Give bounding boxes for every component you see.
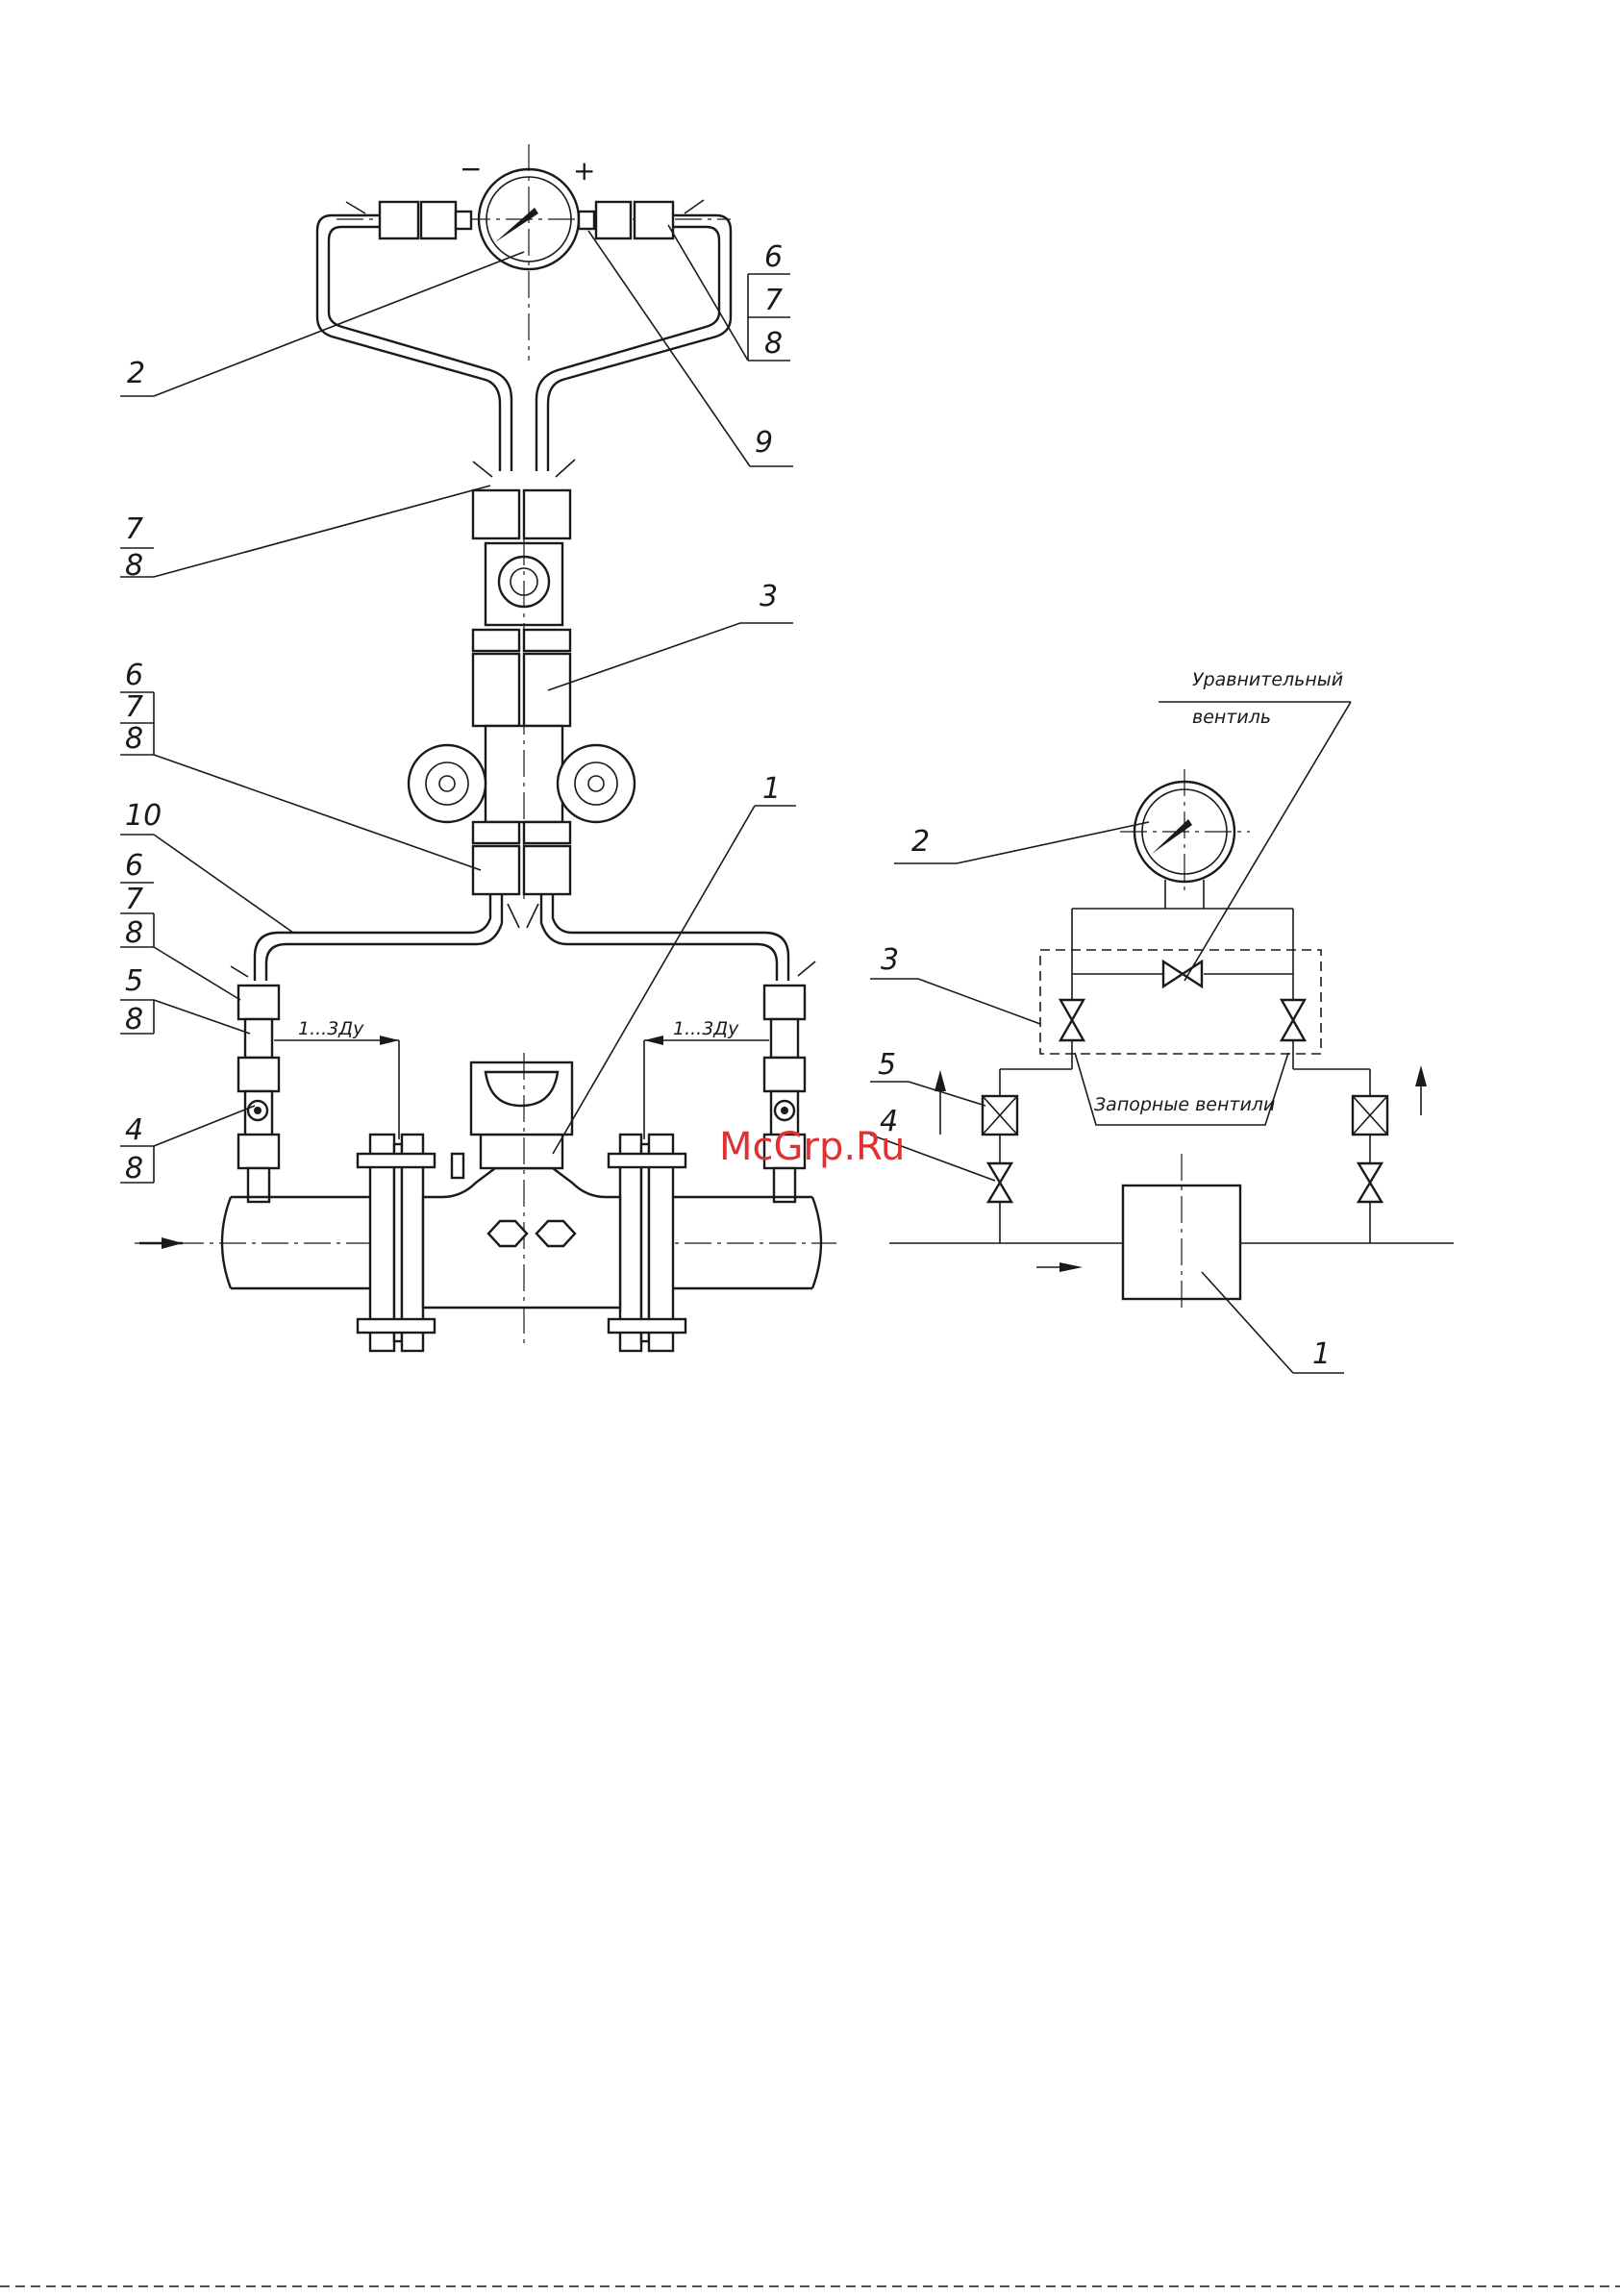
installation-drawing: − + xyxy=(120,144,836,1351)
label-7-low: 7 xyxy=(125,883,143,916)
shutoff-valves-label: Запорные вентили xyxy=(1094,1094,1275,1115)
label-1: 1 xyxy=(762,772,781,806)
label-6-mid: 6 xyxy=(125,659,143,692)
label-2: 2 xyxy=(127,357,145,390)
impulse-tubing-lower xyxy=(231,894,815,981)
schematic-label-5: 5 xyxy=(878,1048,896,1082)
equalizing-valve-symbol xyxy=(1163,961,1202,986)
label-7-mid2: 7 xyxy=(125,690,143,724)
label-7-mid: 7 xyxy=(125,512,143,546)
label-10: 10 xyxy=(125,799,162,833)
label-6-low: 6 xyxy=(125,849,143,883)
label-9: 9 xyxy=(755,426,773,460)
label-8-top: 8 xyxy=(764,327,783,361)
valve-manifold xyxy=(409,490,635,899)
label-3: 3 xyxy=(760,580,778,613)
gauge-fittings-left xyxy=(346,202,471,238)
left-tap-assembly xyxy=(238,986,279,1202)
connection-schematic: Запорные вентили Уравнительный вентиль xyxy=(870,669,1454,1373)
plus-sign: + xyxy=(573,155,595,187)
schematic-label-3: 3 xyxy=(881,943,899,977)
label-7-top: 7 xyxy=(764,284,783,317)
equalizing-valve-label-line1: Уравнительный xyxy=(1192,669,1343,690)
label-6-top: 6 xyxy=(764,240,783,274)
equalizing-valve-label-line2: вентиль xyxy=(1192,707,1271,728)
distance-right-label: 1...3Ду xyxy=(673,1018,739,1039)
label-8-mid2: 8 xyxy=(125,722,143,756)
differential-pressure-gauge: − + xyxy=(336,144,731,361)
flowmeter-body xyxy=(423,1053,620,1346)
label-8-low2: 8 xyxy=(125,1003,143,1036)
minus-sign: − xyxy=(460,153,482,185)
schematic-label-2: 2 xyxy=(911,825,930,859)
watermark-text: McGrp.Ru xyxy=(719,1125,905,1169)
shutoff-valve-left xyxy=(1060,1000,1084,1040)
drawing-leaders: 2 6 7 8 9 7 8 3 xyxy=(120,225,796,1185)
shutoff-valve-right xyxy=(1282,1000,1305,1040)
label-4: 4 xyxy=(125,1113,143,1147)
schematic-label-1: 1 xyxy=(1312,1337,1331,1371)
label-8-low: 8 xyxy=(125,916,143,950)
label-5: 5 xyxy=(125,964,143,998)
label-8-mid: 8 xyxy=(125,549,143,583)
label-8-bottom: 8 xyxy=(125,1152,143,1185)
right-tap-assembly xyxy=(764,986,805,1202)
distance-left-label: 1...3Ду xyxy=(298,1018,364,1039)
tap-valve-left xyxy=(988,1163,1011,1202)
tap-valve-right xyxy=(1358,1163,1382,1202)
